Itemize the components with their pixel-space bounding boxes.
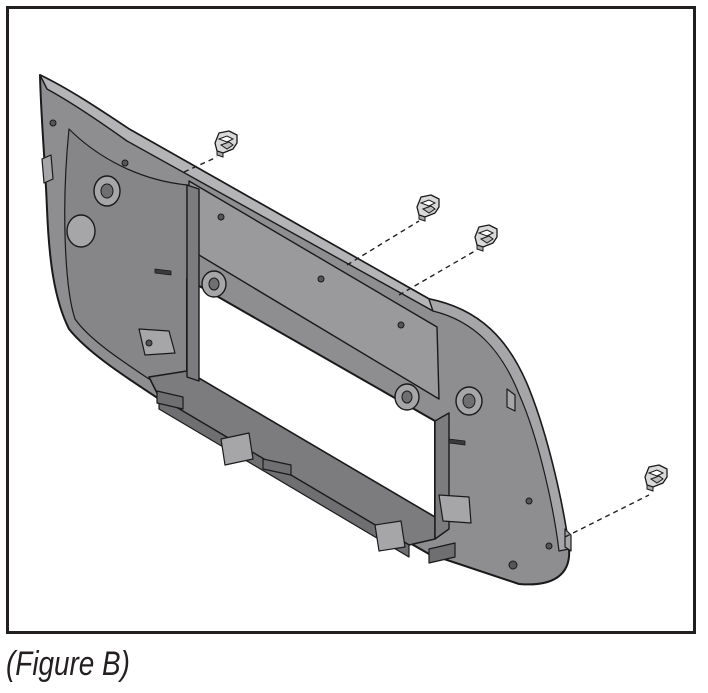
- trim-panel-bracket: [39, 74, 572, 586]
- retaining-clip: [644, 464, 668, 492]
- figure-caption: (Figure B): [6, 645, 130, 683]
- retaining-clip: [474, 224, 498, 252]
- retaining-clip: [214, 130, 238, 158]
- figure-frame: [6, 6, 696, 634]
- leader-lines: [183, 156, 650, 538]
- retaining-clip: [416, 194, 440, 222]
- exploded-view-illustration: [39, 74, 668, 586]
